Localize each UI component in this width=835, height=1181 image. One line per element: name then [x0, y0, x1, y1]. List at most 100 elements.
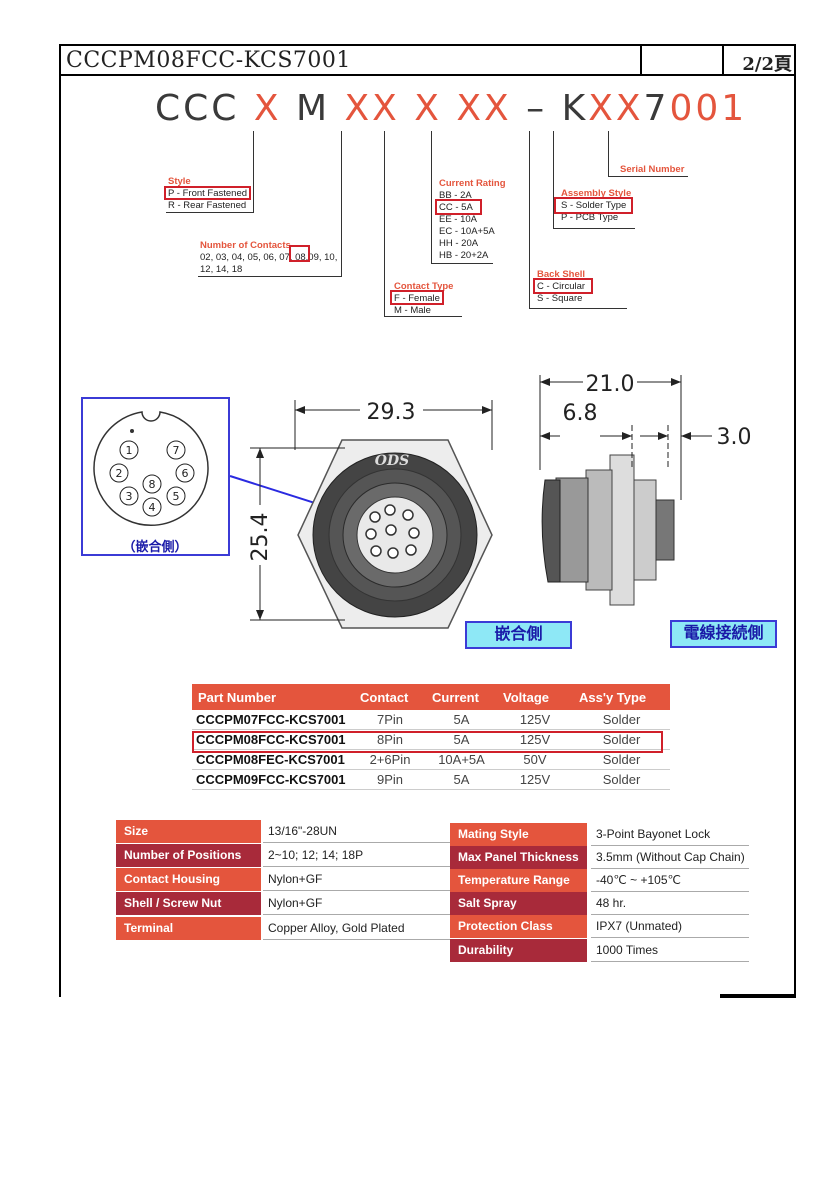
- cell-contact: 8Pin: [354, 729, 426, 750]
- dim-3-0: 3.0: [717, 425, 752, 450]
- highlight-box: [390, 290, 444, 305]
- legend-rating-1: CC - 5A: [439, 202, 473, 213]
- legend-style-p: P - Front Fastened: [168, 188, 248, 199]
- pin-label: 3: [126, 490, 133, 503]
- cell-current: 5A: [426, 729, 497, 750]
- legend-contacts-a: 02, 03, 04, 05, 06, 07,: [200, 252, 293, 263]
- th-current: Current: [426, 684, 497, 710]
- dim-height: 25.4: [248, 513, 273, 562]
- legend-rating-4: HH - 20A: [439, 238, 479, 249]
- leader-line: [384, 316, 462, 317]
- cell-voltage: 125V: [497, 729, 573, 750]
- spec-key: Contact Housing: [116, 868, 261, 891]
- cell-current: 10A+5A: [426, 749, 497, 770]
- highlight-box: [289, 245, 310, 262]
- spec-value: 13/16"-28UN: [263, 820, 535, 843]
- highlight-box: [435, 199, 482, 215]
- legend-bs-head: Back Shell: [537, 269, 586, 280]
- spec-value: Copper Alloy, Gold Plated: [263, 917, 535, 940]
- legend-assembly: Assembly Style S - Solder Type P - PCB T…: [561, 188, 631, 224]
- legend-bs-c: C - Circular: [537, 281, 586, 292]
- cell-assy: Solder: [573, 729, 670, 750]
- bottom-rule: [720, 994, 796, 998]
- legend-ct-m: M - Male: [394, 305, 431, 316]
- spec-key: Shell / Screw Nut: [116, 892, 261, 915]
- spec-value: 2~10; 12; 14; 18P: [263, 844, 535, 867]
- legend-contacts-2: 12, 14, 18: [200, 264, 243, 275]
- legend-rating-5: HB - 20+2A: [439, 250, 489, 261]
- legend-contacts-c: 09, 10,: [308, 252, 338, 263]
- dim-6-8: 6.8: [563, 401, 598, 426]
- leader-line: [553, 131, 554, 229]
- legend-rating-head: Current Rating: [439, 178, 506, 189]
- dim-width: 29.3: [367, 400, 416, 425]
- code-segment: XX: [588, 88, 644, 129]
- cell-assy: Solder: [573, 769, 670, 790]
- legend-contacts-head: Number of Contacts: [200, 240, 291, 251]
- spec-key: Mating Style: [450, 823, 587, 846]
- leader-line: [431, 263, 493, 264]
- spec-key: Protection Class: [450, 915, 587, 938]
- leader-line: [341, 131, 342, 277]
- spec-value: 3-Point Bayonet Lock: [591, 823, 749, 846]
- legend-contacts: Number of Contacts 02, 03, 04, 05, 06, 0…: [200, 240, 337, 276]
- pinout-frame: [81, 397, 230, 556]
- legend-ct-f: F - Female: [394, 293, 440, 304]
- cell-voltage: 125V: [497, 710, 573, 730]
- table-row: CCCPM08FEC-KCS7001 2+6Pin 10A+5A 50V Sol…: [192, 749, 670, 770]
- dim-length: 21.0: [586, 372, 635, 397]
- code-segment: XX: [344, 88, 400, 129]
- leader-line: [553, 228, 635, 229]
- cell-part: CCCPM07FCC-KCS7001: [192, 710, 354, 730]
- brand-logo: ODS: [375, 453, 409, 469]
- highlight-box: [554, 197, 633, 214]
- legend-contacts-b: 08,: [295, 252, 309, 263]
- leader-line: [384, 131, 385, 317]
- pin-label: 8: [149, 478, 156, 491]
- cell-assy: Solder: [573, 749, 670, 770]
- side-view: [541, 454, 675, 606]
- leader-line: [431, 131, 432, 264]
- spec-value: Nylon+GF: [263, 892, 535, 915]
- legend-rating: Current Rating BB - 2A CC - 5A EE - 10A …: [439, 178, 506, 262]
- doc-title: CCCPM08FCC-KCS7001: [66, 48, 351, 73]
- leader-line: [166, 212, 254, 213]
- cell-current: 5A: [426, 769, 497, 790]
- code-segment: 001: [669, 88, 748, 129]
- table-row: CCCPM07FCC-KCS7001 7Pin 5A 125V Solder: [192, 710, 670, 730]
- front-view: ODS: [297, 439, 493, 629]
- spec-key: Temperature Range: [450, 869, 587, 892]
- title-block: CCCPM08FCC-KCS7001 2/2頁: [59, 44, 796, 76]
- pin-label: 1: [126, 444, 133, 457]
- th-contact: Contact: [354, 684, 426, 710]
- code-segment: – K: [511, 88, 589, 129]
- blank-cell: [640, 46, 724, 74]
- legend-as-p: P - PCB Type: [561, 212, 619, 223]
- cell-contact: 2+6Pin: [354, 749, 426, 770]
- cell-voltage: 50V: [497, 749, 573, 770]
- leader-line: [608, 131, 609, 177]
- label-mating-side: 嵌合側: [465, 621, 572, 649]
- code-segment: X: [253, 88, 282, 129]
- selected-row-highlight: [192, 731, 663, 753]
- legend-as-head: Assembly Style: [561, 188, 632, 199]
- cell-voltage: 125V: [497, 769, 573, 790]
- spec-key: Number of Positions: [116, 844, 261, 867]
- spec-value: 3.5mm (Without Cap Chain): [591, 846, 749, 869]
- leader-line: [608, 176, 688, 177]
- spec-value: Nylon+GF: [263, 868, 535, 891]
- label-wire-side: 電線接続側: [670, 620, 777, 648]
- cell-contact: 7Pin: [354, 710, 426, 730]
- legend-ct-head: Contact Type: [394, 281, 454, 292]
- pinout-pins: 1 2 3 4 5 6 7 8: [109, 440, 195, 517]
- leader-line: [529, 308, 627, 309]
- part-code: CCC X M XX X XX – KXX7001: [155, 88, 747, 129]
- pinout-caption: （嵌合側）: [122, 539, 187, 555]
- code-segment: CCC: [155, 88, 254, 129]
- legend-serial-head: Serial Number: [620, 164, 685, 175]
- spec-key: Durability: [450, 939, 587, 962]
- legend-back-shell: Back Shell C - Circular S - Square: [537, 269, 585, 305]
- legend-rating-3: EC - 10A+5A: [439, 226, 495, 237]
- pin-label: 5: [173, 490, 180, 503]
- cell-assy: Solder: [573, 710, 670, 730]
